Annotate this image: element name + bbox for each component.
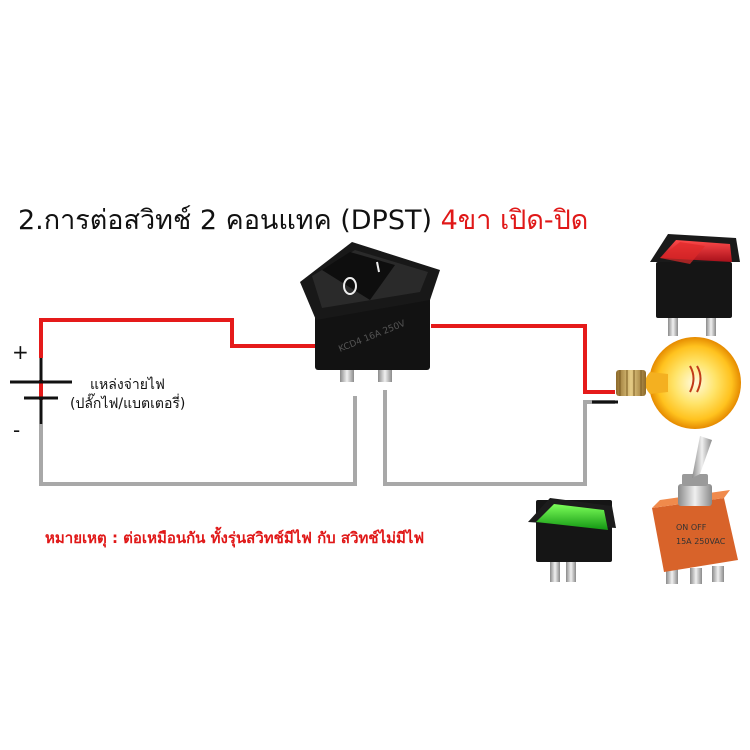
toggle-switch: ON OFF 15A 250VAC bbox=[652, 436, 738, 584]
svg-text:ON OFF: ON OFF bbox=[676, 523, 707, 532]
light-bulb bbox=[616, 337, 741, 429]
green-rocker-switch bbox=[528, 498, 616, 582]
title-main: 2.การต่อสวิทช์ 2 คอนแทค (DPST) bbox=[18, 205, 432, 236]
live-wire-left bbox=[39, 318, 330, 424]
title-highlight: 4ขา เปิด-ปิด bbox=[440, 205, 589, 236]
neutral-wire-left bbox=[39, 396, 357, 486]
battery-symbol bbox=[10, 358, 72, 424]
red-rocker-switch bbox=[650, 234, 740, 336]
neutral-wire-right bbox=[383, 390, 615, 486]
rocker-switch-main: KCD4 16A 250V bbox=[300, 242, 440, 382]
page-title: 2.การต่อสวิทช์ 2 คอนแทค (DPST) 4ขา เปิด-… bbox=[18, 198, 588, 241]
svg-text:15A 250VAC: 15A 250VAC bbox=[676, 537, 726, 546]
minus-sign: - bbox=[13, 418, 21, 442]
power-source-sublabel: (ปลั๊กไฟ/แบตเตอรี่) bbox=[70, 396, 186, 412]
plus-sign: + bbox=[12, 340, 29, 364]
live-wire-right bbox=[440, 324, 615, 394]
power-source-label: แหล่งจ่ายไฟ bbox=[90, 377, 165, 393]
note-text: หมายเหตุ : ต่อเหมือนกัน ทั้งรุ่นสวิทช์มี… bbox=[45, 529, 425, 547]
